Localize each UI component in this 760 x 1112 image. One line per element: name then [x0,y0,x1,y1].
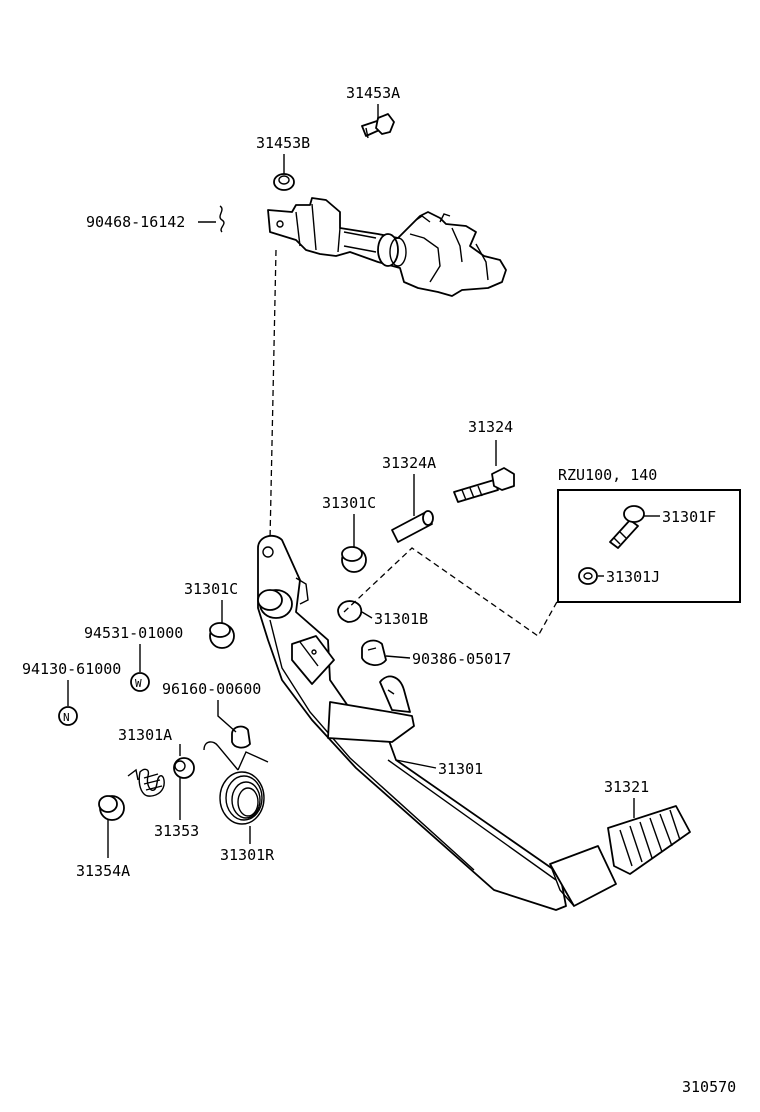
label-31354A: 31354A [76,862,130,880]
label-variant: RZU100, 140 [558,466,657,484]
leader-dash-master [269,249,277,541]
leader-dash-rzu [343,547,559,637]
leader-lines [67,104,660,858]
mark-n: N [63,711,70,724]
nut-symbol-n [58,706,78,726]
bushing-31301C-left [209,622,235,649]
label-31301C-top: 31301C [322,494,376,512]
pedal-stopper-plate [327,675,415,743]
bushing-31301B [337,600,363,623]
bushing-31354A [98,795,125,821]
bushing-31301C-upper [341,546,367,573]
label-31301B: 31301B [374,610,428,628]
pedal-pad-31321 [607,805,691,875]
bushing-31353 [173,757,195,779]
washer-symbol-w [130,672,150,692]
label-31301: 31301 [438,760,483,778]
label-90468-16142: 90468-16142 [86,213,185,231]
variant-inset-box [557,489,741,603]
label-31301F: 31301F [662,508,716,526]
label-96160-00600: 96160-00600 [162,680,261,698]
spring-31301A [127,768,165,797]
nut-31453B [273,173,295,191]
label-94130-61000: 94130-61000 [22,660,121,678]
label-31301A: 31301A [118,726,172,744]
diagram-id: 310570 [682,1078,736,1096]
bolt-31324 [453,467,515,503]
label-31453A: 31453A [346,84,400,102]
label-31324A: 31324A [382,454,436,472]
nut-31301J [578,567,598,585]
sleeve-31324A [391,510,434,543]
clip-96160-00600 [231,725,251,749]
pedal-pad-base [549,845,617,907]
bushing-on-pedal [257,589,293,619]
label-31301C-left: 31301C [184,580,238,598]
clutch-pedal-arm-31301 [257,534,567,911]
mark-w: W [135,677,142,690]
label-31301R: 31301R [220,846,275,864]
label-31321: 31321 [604,778,649,796]
clip-90468-16142 [219,205,225,233]
torsion-spring-31301R [203,741,269,825]
clip-90386-05017 [361,639,387,666]
label-31453B: 31453B [256,134,310,152]
bolt-31301F [609,505,645,549]
pedal-bracket [291,635,335,685]
label-90386-05017: 90386-05017 [412,650,511,668]
bolt-31453A [361,113,395,139]
label-31353: 31353 [154,822,199,840]
clutch-master-cylinder [267,197,507,297]
label-94531-01000: 94531-01000 [84,624,183,642]
label-31301J: 31301J [606,568,660,586]
label-31324: 31324 [468,418,513,436]
